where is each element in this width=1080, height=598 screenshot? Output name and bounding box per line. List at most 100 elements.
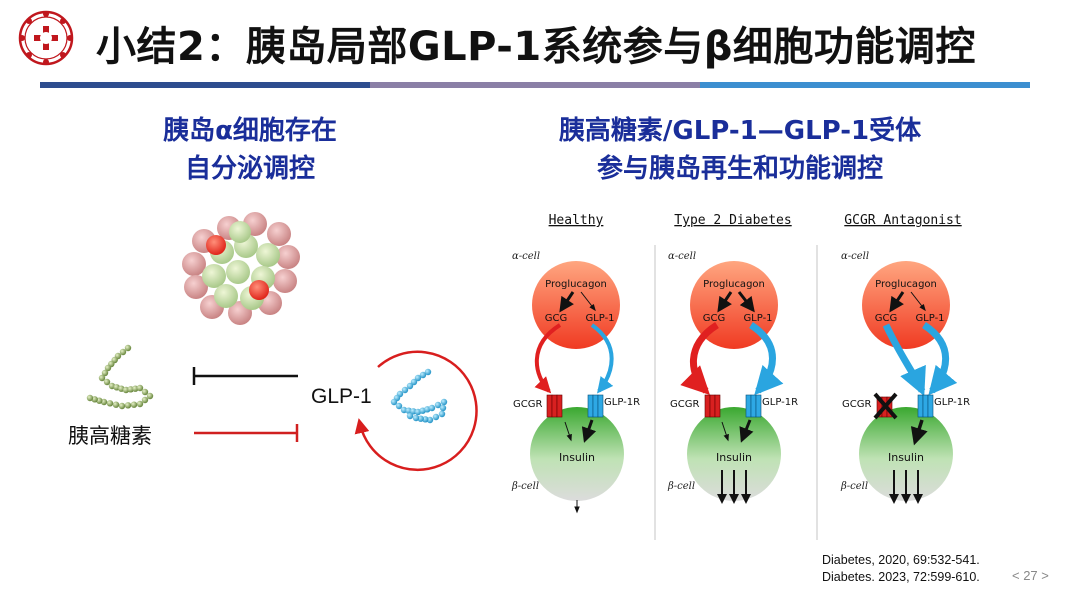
glp1r-receptor-icon	[917, 394, 934, 418]
gcg-label: GCG	[545, 313, 567, 324]
molecule-bead	[424, 368, 432, 376]
molecule-bead	[395, 402, 403, 410]
molecule-bead	[141, 396, 149, 404]
autocrine-loop-arrow	[354, 350, 478, 472]
gcg-flow-arrow	[680, 322, 719, 395]
left-subtitle-line-2: 自分泌调控	[184, 154, 315, 184]
glp1r-label: GLP-1R	[762, 397, 798, 408]
beta-cell	[530, 407, 624, 501]
glp1r-receptor-icon	[587, 394, 604, 418]
slide-title: 小结2：胰岛局部GLP-1系统参与β细胞功能调控	[96, 24, 976, 70]
glp1-flow-arrow	[882, 323, 926, 397]
glp1-molecule-icon	[390, 368, 448, 424]
split-arrow-gcg	[559, 291, 575, 313]
molecule-bead	[141, 388, 149, 396]
insulin-label: Insulin	[716, 451, 752, 464]
molecule-bead	[406, 412, 414, 420]
glp1-label: GLP-1	[311, 385, 372, 408]
gcg-flow-arrow	[534, 323, 562, 394]
right-subtitle-line-1: 胰高糖素/GLP-1—GLP-1受体	[558, 116, 922, 146]
page-number: < 27 >	[1012, 568, 1049, 583]
signal-arrow-thick	[910, 419, 928, 446]
inhibition-line-red	[194, 424, 299, 442]
split-arrow-gcg	[889, 291, 905, 313]
molecule-bead	[440, 398, 448, 406]
molecule-bead	[390, 398, 398, 406]
title-divider-left	[40, 82, 370, 88]
gcgr-label: GCGR	[513, 399, 542, 410]
molecule-bead	[410, 378, 418, 386]
gcgr-label: GCGR	[842, 399, 871, 410]
proglucagon-label: Proglucagon	[545, 279, 607, 290]
molecule-bead	[124, 344, 132, 352]
molecule-bead	[414, 374, 422, 382]
molecule-bead	[101, 369, 109, 377]
islet-cell-cluster	[182, 212, 300, 325]
molecule-bead	[401, 386, 409, 394]
glp1-label: GLP-1	[915, 313, 944, 324]
gcgr-receptor-icon	[546, 394, 563, 418]
molecule-bead	[136, 384, 144, 392]
glp1-label: GLP-1	[585, 313, 614, 324]
split-arrow-glp1	[580, 291, 596, 312]
split-arrow-gcg	[717, 291, 733, 313]
glp1-label: GLP-1	[743, 313, 772, 324]
molecule-bead	[98, 374, 106, 382]
molecule-bead	[106, 400, 114, 407]
beta-cell-label: β-cell	[667, 481, 695, 492]
panel-heading: Type 2 Diabetes	[674, 213, 791, 228]
hospital-logo-icon	[18, 10, 74, 66]
alpha-cell-label: α-cell	[668, 251, 696, 262]
glp1r-label: GLP-1R	[934, 397, 970, 408]
molecule-bead	[136, 400, 144, 408]
proglucagon-label: Proglucagon	[875, 279, 937, 290]
molecule-bead	[432, 413, 440, 421]
references: Diabetes, 2020, 69:532-541. Diabetes. 20…	[822, 552, 980, 586]
glp1-flow-arrow	[921, 322, 958, 396]
gcg-label: GCG	[703, 313, 725, 324]
right-subtitle-line-2: 参与胰岛再生和功能调控	[596, 154, 883, 184]
gcg-label: GCG	[875, 313, 897, 324]
glp1-flow-arrow	[590, 323, 614, 394]
molecule-bead	[410, 408, 417, 415]
split-arrow-glp1	[737, 291, 755, 313]
title-divider-middle	[370, 82, 700, 88]
islet-inner-cells	[202, 221, 280, 310]
panel-healthy: Healthy α-cell Proglucagon GCG GLP-1 β-c…	[511, 213, 640, 514]
proglucagon-label: Proglucagon	[703, 279, 765, 290]
molecule-bead	[122, 386, 130, 394]
glucagon-molecule-icon	[86, 344, 154, 410]
insulin-label: Insulin	[559, 451, 595, 464]
blocked-x-icon	[873, 392, 898, 420]
left-subtitle-line-1: 胰岛α细胞存在	[163, 116, 337, 146]
molecule-bead	[124, 402, 132, 409]
panel-heading: Healthy	[549, 213, 604, 228]
molecule-bead	[417, 415, 424, 422]
beta-cell-label: β-cell	[511, 481, 539, 492]
reference-item: Diabetes. 2023, 72:599-610.	[822, 570, 980, 584]
molecule-bead	[119, 348, 127, 356]
glp1r-receptor-icon	[745, 394, 762, 418]
signal-arrow-thin	[564, 421, 572, 442]
reference-item: Diabetes, 2020, 69:532-541.	[822, 553, 980, 567]
inhibition-line-black	[192, 367, 298, 385]
title-divider-right	[700, 82, 1030, 88]
molecule-bead	[118, 402, 126, 410]
molecule-bead	[439, 404, 447, 412]
gcgr-receptor-icon	[704, 394, 721, 418]
molecule-bead	[426, 416, 434, 424]
molecule-bead	[146, 392, 154, 400]
glp1-flow-arrow	[748, 322, 784, 396]
right-subtitle: 胰高糖素/GLP-1—GLP-1受体 参与胰岛再生和功能调控	[500, 112, 980, 188]
molecule-bead	[132, 385, 139, 392]
alpha-cell-marker	[249, 280, 269, 300]
molecule-bead	[406, 382, 414, 390]
beta-cell	[859, 407, 953, 501]
molecule-bead	[400, 406, 408, 414]
molecule-bead	[419, 371, 427, 379]
gcgr-label: GCGR	[670, 399, 699, 410]
panel-type2-diabetes: Type 2 Diabetes α-cell Proglucagon GCG G…	[667, 213, 798, 504]
insulin-label: Insulin	[888, 451, 924, 464]
molecule-bead	[412, 414, 420, 422]
